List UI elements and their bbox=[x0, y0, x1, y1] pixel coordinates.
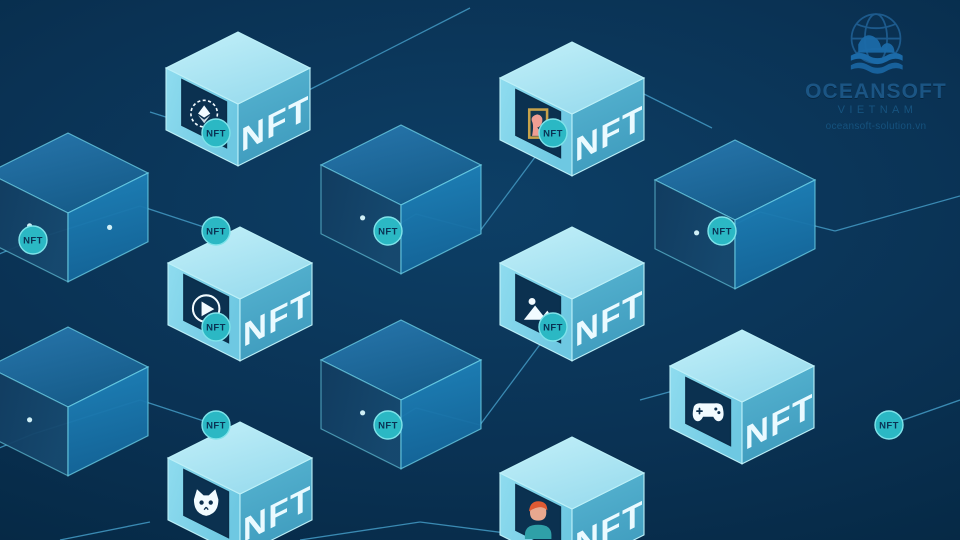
wireframe-cube bbox=[0, 132, 150, 283]
nft-cube-gaming: NFT bbox=[668, 329, 816, 465]
nft-badge-label: NFT bbox=[206, 227, 226, 238]
nft-badge: NFT bbox=[201, 312, 231, 342]
person-avatar-icon bbox=[524, 501, 552, 539]
cat-face-icon bbox=[193, 489, 219, 516]
nft-badge-label: NFT bbox=[206, 421, 226, 432]
node-dot bbox=[360, 410, 366, 416]
nft-badge: NFT bbox=[874, 410, 904, 440]
nft-badge: NFT bbox=[18, 225, 48, 255]
nft-badge-label: NFT bbox=[879, 421, 899, 432]
connector-line bbox=[834, 195, 960, 232]
connector-line bbox=[299, 521, 421, 540]
nft-badge: NFT bbox=[538, 312, 568, 342]
nft-badge-label: NFT bbox=[712, 227, 732, 238]
ethereum-badge-icon bbox=[190, 99, 219, 128]
nft-cube-video: NFT bbox=[166, 226, 314, 362]
nft-badge-label: NFT bbox=[23, 236, 43, 247]
connector-line bbox=[639, 91, 713, 129]
nft-cube-collectible: NFT bbox=[166, 421, 314, 540]
nft-cube-crypto: NFT bbox=[164, 31, 312, 167]
node-dot bbox=[107, 224, 113, 230]
nft-badge-label: NFT bbox=[206, 323, 226, 334]
game-controller-icon bbox=[692, 403, 724, 422]
nft-badge-label: NFT bbox=[206, 129, 226, 140]
connector-line bbox=[59, 521, 151, 540]
connector-lines bbox=[0, 7, 960, 540]
connector-line bbox=[304, 7, 471, 93]
node-dot bbox=[694, 230, 700, 236]
nft-badge-label: NFT bbox=[378, 227, 398, 238]
wireframe-cube bbox=[319, 124, 483, 275]
nft-cube-photo: NFT bbox=[498, 226, 646, 362]
nft-cube-artwork: NFT bbox=[498, 41, 646, 177]
nft-badge: NFT bbox=[201, 216, 231, 246]
node-dot-group bbox=[27, 215, 700, 423]
nft-badge-label: NFT bbox=[378, 421, 398, 432]
node-dot bbox=[27, 417, 33, 423]
wireframe-cube bbox=[0, 326, 150, 477]
nft-badge-label: NFT bbox=[543, 129, 563, 140]
node-dot bbox=[360, 215, 366, 221]
nft-badge: NFT bbox=[373, 216, 403, 246]
nft-cube-avatar: NFT bbox=[498, 436, 646, 540]
wireframe-cube bbox=[319, 319, 483, 470]
nft-badge: NFT bbox=[707, 216, 737, 246]
nft-badge: NFT bbox=[538, 118, 568, 148]
nft-badge: NFT bbox=[201, 410, 231, 440]
wireframe-cube bbox=[653, 139, 817, 290]
nft-badge-label: NFT bbox=[543, 323, 563, 334]
nft-badge: NFT bbox=[373, 410, 403, 440]
nft-badge-group: NFT NFT NFT NFT NFT NFT NFT NFT NFT NFT NFT bbox=[18, 118, 904, 440]
nft-badge: NFT bbox=[201, 118, 231, 148]
